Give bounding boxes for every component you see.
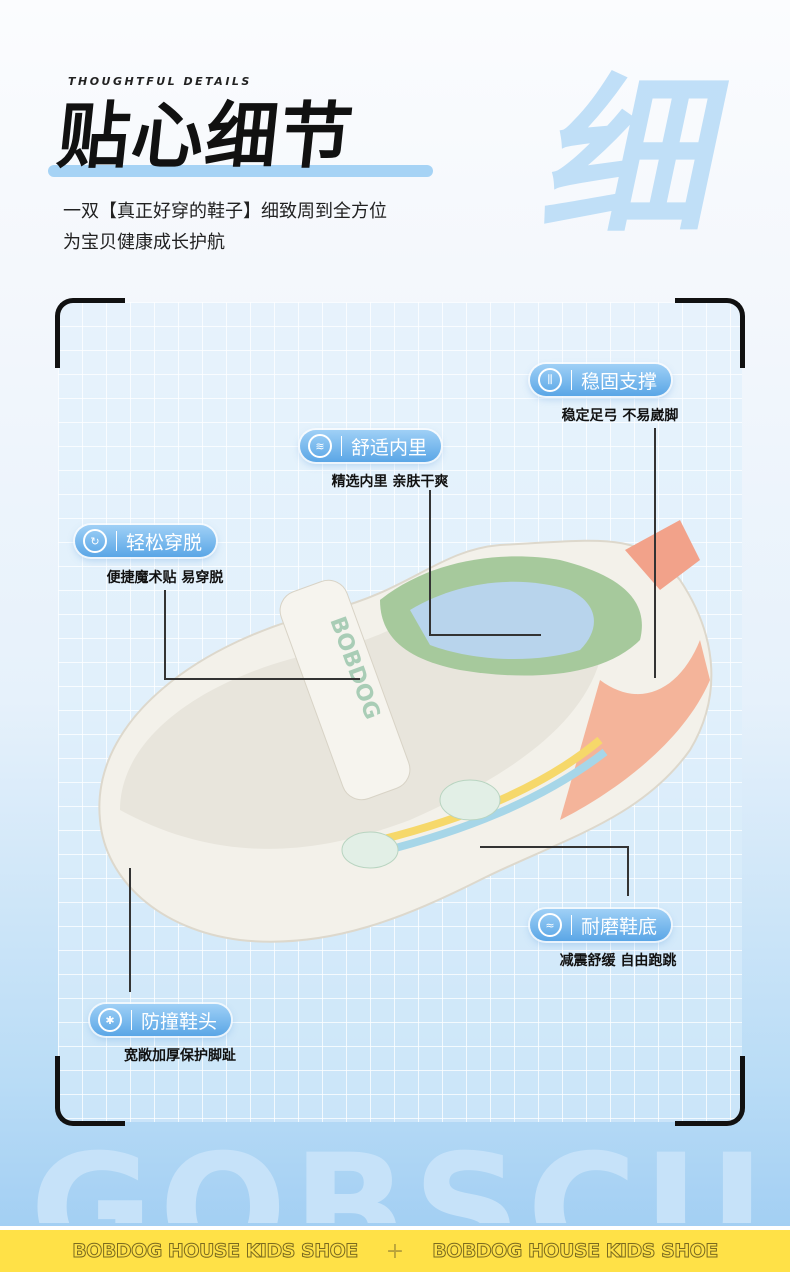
page-title: 贴心细节 [53, 94, 359, 178]
frame-corner-bl [55, 1056, 125, 1126]
eyebrow-text: THOUGHTFUL DETAILS [68, 75, 252, 88]
callout-line-velcro-h [164, 678, 360, 680]
callout-easy-on: ↻ 轻松穿脱 [75, 525, 217, 557]
callout-line-sole-h [480, 846, 629, 848]
watermark-character: 细 [530, 60, 737, 258]
title-underline [48, 165, 433, 177]
callout-caption: 宽敞加厚保护脚趾 [124, 1048, 236, 1064]
callout-caption: 便捷魔术贴 易穿脱 [106, 570, 224, 586]
brand-strip-text-left: BOBDOG HOUSE KIDS SHOE [72, 1240, 359, 1263]
frame-corner-tl [55, 298, 125, 368]
callout-label: 稳固支撑 [581, 370, 658, 393]
callout-lining: ≋ 舒适内里 [300, 430, 442, 462]
sparkle-icon: + [385, 1238, 405, 1264]
brand-strip: BOBDOG HOUSE KIDS SHOE + BOBDOG HOUSE KI… [0, 1226, 790, 1272]
callout-label: 防撞鞋头 [141, 1010, 218, 1033]
callout-line-support [654, 428, 656, 678]
callout-label: 耐磨鞋底 [581, 915, 658, 938]
callout-line-sole [627, 846, 629, 896]
bottom-watermark: GOBSCU [30, 1135, 771, 1223]
frame-corner-br [675, 1056, 745, 1126]
callout-label: 轻松穿脱 [126, 531, 203, 554]
easy-on-icon: ↻ [83, 529, 107, 553]
callout-caption: 减震舒缓 自由跑跳 [559, 953, 677, 969]
callout-caption: 稳定足弓 不易崴脚 [561, 408, 679, 424]
frame-corner-tr [675, 298, 745, 368]
callout-support: ⫼ 稳固支撑 [530, 364, 672, 396]
callout-line-velcro [164, 590, 166, 680]
callout-caption: 精选内里 亲肤干爽 [331, 474, 449, 490]
callout-line-lining-h [429, 634, 541, 636]
sole-icon: ≈ [538, 913, 562, 937]
callout-label: 舒适内里 [351, 436, 428, 459]
shoe-image: BOBDOG [98, 520, 713, 943]
breathable-icon: ≋ [308, 434, 332, 458]
callout-line-lining [429, 490, 431, 636]
subtitle-line-2: 为宝贝健康成长护航 [63, 232, 225, 253]
callout-sole: ≈ 耐磨鞋底 [530, 909, 672, 941]
arch-support-icon: ⫼ [538, 368, 562, 392]
toe-cap-icon: ✱ [98, 1008, 122, 1032]
callout-toe: ✱ 防撞鞋头 [90, 1004, 232, 1036]
callout-line-toe [129, 868, 131, 992]
brand-strip-text-right: BOBDOG HOUSE KIDS SHOE [432, 1240, 719, 1263]
subtitle-line-1: 一双【真正好穿的鞋子】细致周到全方位 [63, 201, 387, 222]
